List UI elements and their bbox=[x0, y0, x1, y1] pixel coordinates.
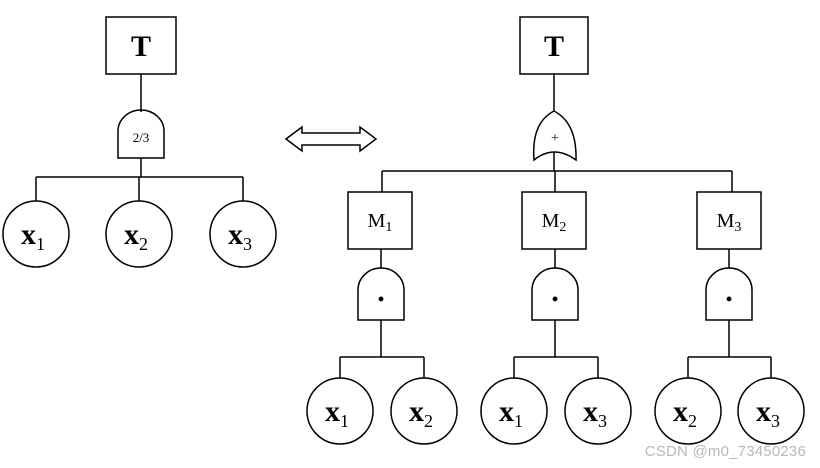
right-leaf-circle bbox=[564, 377, 632, 445]
right-leaf-label: x2 bbox=[673, 395, 697, 431]
right-leaf-label: x1 bbox=[325, 395, 349, 431]
left-vote-gate bbox=[117, 109, 165, 159]
equivalence-double-arrow bbox=[284, 125, 378, 153]
right-leaf-circle bbox=[390, 377, 458, 445]
right-leaf-circle bbox=[737, 377, 805, 445]
and-gate bbox=[357, 267, 405, 321]
right-leaf-label: x2 bbox=[409, 395, 433, 431]
diagram-lines bbox=[2, 16, 805, 445]
right-leaf-circle bbox=[654, 377, 722, 445]
middle-event-box bbox=[521, 191, 587, 250]
right-leaf-circle bbox=[306, 377, 374, 445]
right-leaf-circle bbox=[480, 377, 548, 445]
right-leaf-label: x3 bbox=[583, 395, 607, 431]
and-gate bbox=[705, 267, 753, 321]
middle-event-box bbox=[347, 191, 413, 250]
left-leaf-label: x1 bbox=[21, 218, 45, 254]
left-leaf-label: x3 bbox=[228, 218, 252, 254]
and-gate bbox=[531, 267, 579, 321]
right-top-event-label: T bbox=[544, 30, 564, 63]
right-leaf-label: x1 bbox=[499, 395, 523, 431]
middle-event-label: M1 bbox=[368, 210, 393, 235]
left-leaf-circle bbox=[105, 200, 173, 268]
middle-event-label: M2 bbox=[542, 210, 567, 235]
and-gate-symbol: • bbox=[378, 289, 384, 309]
or-gate-symbol: + bbox=[551, 131, 559, 146]
watermark-text: CSDN @m0_73450236 bbox=[644, 443, 806, 460]
middle-event-label: M3 bbox=[717, 210, 742, 235]
left-leaf-label: x2 bbox=[124, 218, 148, 254]
and-gate-symbol: • bbox=[726, 289, 732, 309]
left-leaf-circle bbox=[2, 200, 70, 268]
right-leaf-label: x3 bbox=[756, 395, 780, 431]
left-vote-gate-label: 2/3 bbox=[133, 130, 150, 145]
and-gate-symbol: • bbox=[552, 289, 558, 309]
left-leaf-circle bbox=[209, 200, 277, 268]
left-top-event-label: T bbox=[131, 30, 151, 63]
